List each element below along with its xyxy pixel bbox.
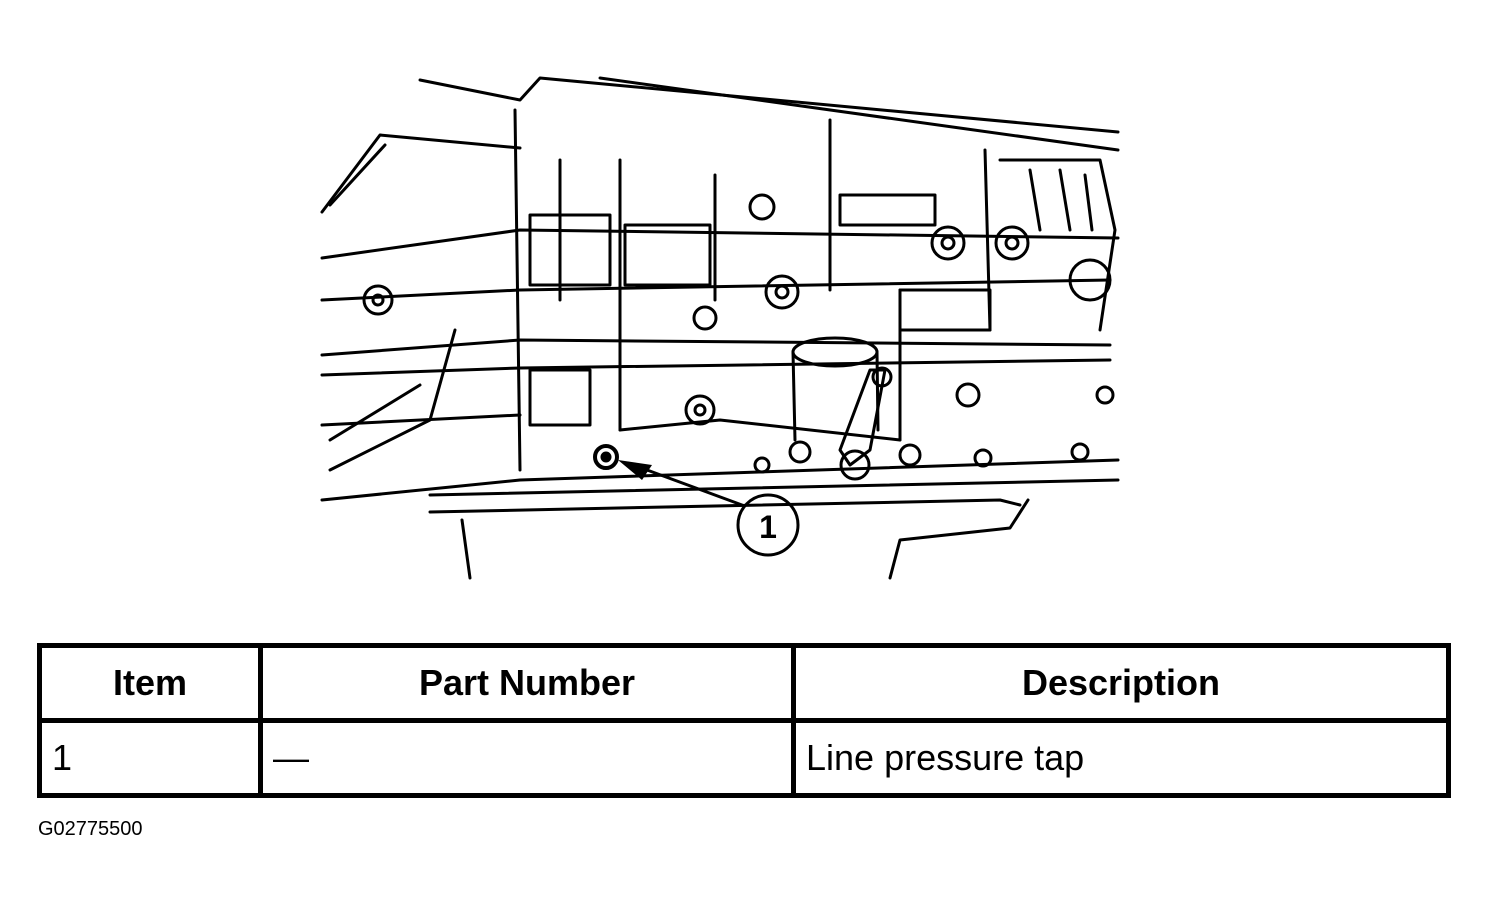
parts-table: Item Part Number Description 1 — Line pr…	[37, 643, 1451, 798]
header-description: Description	[791, 643, 1451, 723]
link-arm	[838, 368, 887, 467]
bolt-icon	[930, 225, 966, 261]
sensor-icon	[1068, 258, 1112, 302]
callout-arrowhead-icon	[618, 460, 652, 480]
case-line-6	[320, 458, 1120, 502]
bolt-icon	[973, 448, 993, 468]
cell-description: Line pressure tap	[791, 718, 1451, 798]
table-row: 1 — Line pressure tap	[37, 718, 1451, 798]
bolt-icon	[753, 456, 771, 474]
callout-label: 1	[759, 509, 777, 545]
lower-left-stub	[460, 518, 472, 580]
case-bottom-edge	[428, 498, 1022, 514]
bolt-icon	[692, 305, 718, 331]
case-line-2	[320, 278, 1112, 302]
transmission-line-drawing: 1	[320, 76, 1120, 580]
valve-body-lower-rail	[618, 418, 902, 442]
bolt-icon	[693, 403, 707, 417]
bolt-icon	[371, 293, 385, 307]
callout-circle	[736, 493, 800, 557]
bolt-icon	[955, 382, 981, 408]
bolt-icon	[748, 193, 776, 221]
case-line-1	[320, 228, 1120, 260]
cell-item: 1	[37, 718, 263, 798]
valve-body-panel-5	[528, 368, 592, 427]
case-line-3	[320, 338, 1112, 357]
valve-body-panel-1	[528, 213, 612, 287]
bolt-icon	[362, 284, 394, 316]
left-bracket	[328, 328, 457, 472]
bolt-icon	[898, 443, 922, 467]
cell-part-number: —	[258, 718, 796, 798]
table-header-row: Item Part Number Description	[37, 643, 1451, 723]
header-part-number: Part Number	[258, 643, 796, 723]
line-pressure-tap-core	[600, 451, 612, 463]
bolt-icon	[684, 394, 716, 426]
right-end-housing	[998, 158, 1117, 332]
right-end-ribs	[1028, 168, 1094, 232]
housing-top-edge	[418, 76, 1120, 134]
bolt-icon	[774, 284, 790, 300]
housing-left-contour-inner	[328, 143, 387, 207]
bolt-icon	[839, 449, 871, 481]
case-line-4	[320, 358, 1112, 377]
left-diagonal	[328, 383, 422, 442]
figure-id: G02775500	[38, 818, 143, 840]
bolt-icon	[940, 235, 956, 251]
bolt-icon	[1095, 385, 1115, 405]
bolt-icon	[1070, 442, 1090, 462]
valve-body-left	[513, 108, 522, 472]
case-line-7	[428, 478, 1120, 497]
bolt-icon	[764, 274, 800, 310]
bolt-icon	[1004, 235, 1020, 251]
housing-upper-edge	[598, 76, 1120, 152]
line-pressure-tap-icon	[593, 444, 619, 470]
lower-flange	[888, 498, 1030, 580]
bolt-icon	[871, 366, 893, 388]
housing-left-contour	[320, 133, 522, 214]
header-item: Item	[37, 643, 263, 723]
bolt-icon	[994, 225, 1030, 261]
valve-body-panel-3	[838, 193, 937, 227]
valve-body-panel-4	[898, 288, 992, 332]
bolt-icon	[788, 440, 812, 464]
valve-body-panel-2	[623, 223, 712, 287]
filter-cylinder-body	[791, 350, 880, 442]
